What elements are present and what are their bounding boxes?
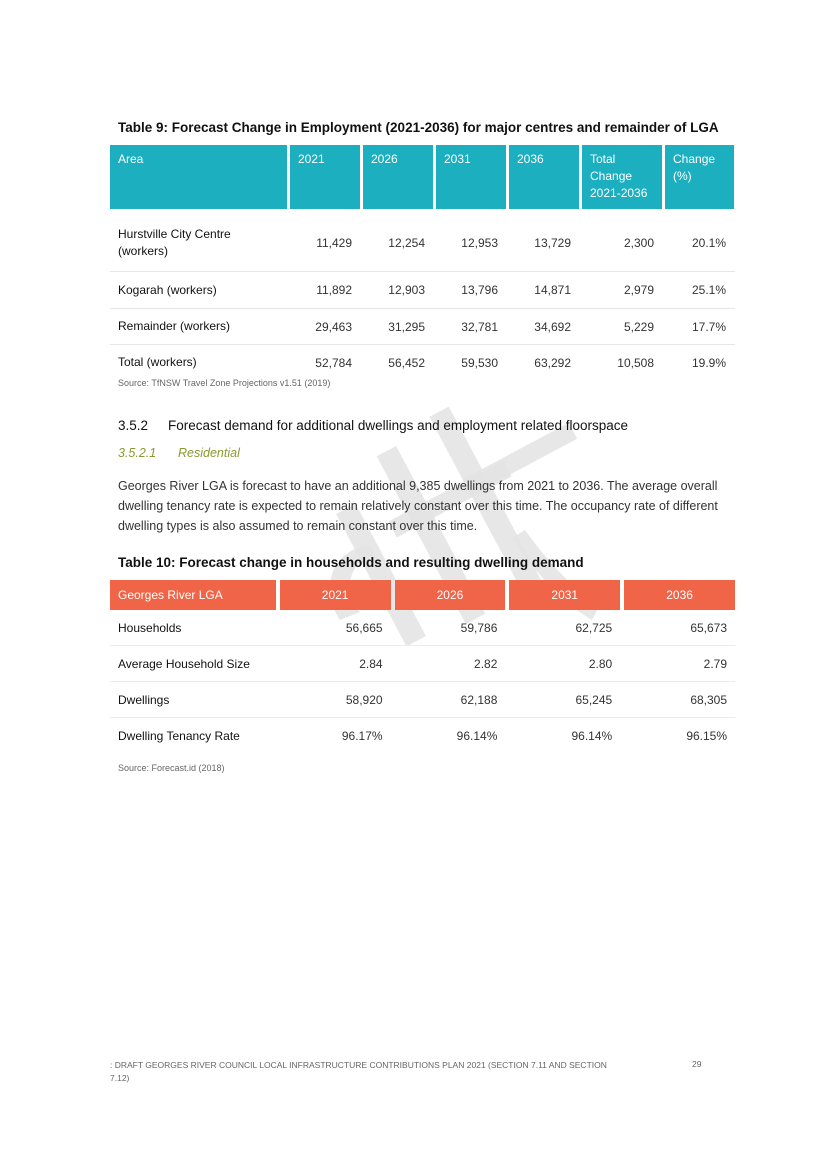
cell-2031: 12,953 bbox=[461, 236, 498, 250]
cell-2021: 56,665 bbox=[345, 620, 383, 635]
cell-2036: 2.79 bbox=[703, 656, 728, 671]
header-total-change: Total Change 2021-2036 bbox=[582, 145, 662, 209]
cell-2021: 52,784 bbox=[315, 355, 352, 370]
cell-2026: 59,786 bbox=[460, 620, 498, 635]
table-row: Kogarah (workers) 11,892 12,903 13,796 1… bbox=[110, 272, 735, 309]
header-2021: 2021 bbox=[279, 580, 391, 610]
header-2021: 2021 bbox=[290, 145, 360, 209]
cell-change-percent: 19.9% bbox=[691, 355, 726, 370]
cell-2021: 58,920 bbox=[345, 692, 383, 707]
cell-2036: 34,692 bbox=[534, 319, 571, 334]
cell-2031: 65,245 bbox=[575, 692, 613, 707]
table9-caption: Table 9: Forecast Change in Employment (… bbox=[118, 120, 719, 135]
subsection-title: Residential bbox=[178, 446, 240, 460]
table9-source: Source: TfNSW Travel Zone Projections v1… bbox=[118, 378, 331, 388]
page-footer: : DRAFT GEORGES RIVER COUNCIL LOCAL INFR… bbox=[110, 1060, 607, 1083]
cell-2031: 2.80 bbox=[588, 656, 613, 671]
row-label: Average Household Size bbox=[118, 656, 250, 671]
cell-total-change: 5,229 bbox=[623, 319, 654, 334]
cell-2031: 32,781 bbox=[461, 319, 498, 334]
header-2031: 2031 bbox=[436, 145, 506, 209]
row-label: Remainder (workers) bbox=[118, 319, 231, 333]
table-row: Remainder (workers) 29,463 31,295 32,781… bbox=[110, 309, 735, 345]
cell-2036: 65,673 bbox=[690, 620, 728, 635]
section-number: 3.5.2 bbox=[118, 418, 149, 433]
cell-2021: 2.84 bbox=[359, 656, 383, 671]
header-change-percent: Change (%) bbox=[665, 145, 734, 209]
cell-2026: 96.14% bbox=[456, 728, 498, 743]
table-row: Hurstville City Centre (workers) 11,429 … bbox=[110, 215, 735, 272]
section-heading: 3.5.2 Forecast demand for additional dwel… bbox=[118, 418, 628, 433]
table-row: Dwelling Tenancy Rate 96.17% 96.14% 96.1… bbox=[110, 718, 735, 753]
cell-2026: 62,188 bbox=[460, 692, 498, 707]
cell-2036: 68,305 bbox=[690, 692, 728, 707]
employment-forecast-table: Area 2021 2026 2031 2036 Total Change 20… bbox=[110, 145, 735, 380]
cell-change-percent: 17.7% bbox=[691, 319, 726, 334]
cell-change-percent: 20.1% bbox=[691, 236, 726, 250]
cell-2036: 63,292 bbox=[534, 355, 571, 370]
header-2036: 2036 bbox=[624, 580, 735, 610]
page-number: 29 bbox=[692, 1059, 702, 1069]
subsection-number: 3.5.2.1 bbox=[118, 446, 157, 460]
row-label: Households bbox=[118, 620, 182, 635]
header-2036: 2036 bbox=[509, 145, 579, 209]
header-2026: 2026 bbox=[394, 580, 506, 610]
cell-2031: 13,796 bbox=[461, 283, 498, 297]
row-label: Total (workers) bbox=[118, 355, 197, 369]
cell-change-percent: 25.1% bbox=[691, 283, 726, 297]
cell-total-change: 2,979 bbox=[623, 283, 654, 297]
row-label: Dwelling Tenancy Rate bbox=[118, 728, 240, 743]
cell-2021: 11,429 bbox=[316, 236, 352, 250]
table-row: Households 56,665 59,786 62,725 65,673 bbox=[110, 610, 735, 646]
cell-2036: 14,871 bbox=[534, 283, 571, 297]
cell-2026: 31,295 bbox=[388, 319, 425, 334]
row-label: Kogarah (workers) bbox=[118, 282, 217, 297]
table-row: Total (workers) 52,784 56,452 59,530 63,… bbox=[110, 345, 735, 380]
cell-2026: 12,254 bbox=[388, 236, 425, 250]
cell-2036: 96.15% bbox=[686, 728, 728, 743]
subsection-heading: 3.5.2.1 Residential bbox=[118, 446, 240, 460]
header-lga: Georges River LGA bbox=[110, 580, 276, 610]
cell-2021: 11,892 bbox=[316, 283, 352, 297]
table-header-row: Area 2021 2026 2031 2036 Total Change 20… bbox=[110, 145, 735, 209]
cell-total-change: 2,300 bbox=[623, 236, 654, 250]
header-2031: 2031 bbox=[509, 580, 621, 610]
header-2026: 2026 bbox=[363, 145, 433, 209]
cell-2021: 29,463 bbox=[315, 319, 352, 334]
table-row: Average Household Size 2.84 2.82 2.80 2.… bbox=[110, 646, 735, 682]
cell-2026: 2.82 bbox=[474, 656, 498, 671]
table-header-row: Georges River LGA 2021 2026 2031 2036 bbox=[110, 580, 735, 610]
table10-caption: Table 10: Forecast change in households … bbox=[118, 555, 584, 570]
cell-2031: 62,725 bbox=[575, 620, 613, 635]
cell-2031: 96.14% bbox=[571, 728, 613, 743]
section-title: Forecast demand for additional dwellings… bbox=[168, 418, 629, 433]
cell-2036: 13,729 bbox=[534, 236, 571, 250]
row-label: Dwellings bbox=[118, 692, 170, 707]
cell-2026: 56,452 bbox=[388, 355, 425, 370]
cell-2026: 12,903 bbox=[388, 283, 425, 297]
header-area: Area bbox=[110, 145, 287, 209]
row-label: Hurstville City Centre (workers) bbox=[118, 227, 231, 258]
cell-total-change: 10,508 bbox=[617, 355, 654, 370]
table-row: Dwellings 58,920 62,188 65,245 68,305 bbox=[110, 682, 735, 718]
dwelling-demand-table: Georges River LGA 2021 2026 2031 2036 Ho… bbox=[110, 580, 735, 753]
cell-2031: 59,530 bbox=[461, 355, 498, 370]
body-paragraph: Georges River LGA is forecast to have an… bbox=[118, 479, 718, 533]
table10-source: Source: Forecast.id (2018) bbox=[118, 763, 225, 773]
cell-2021: 96.17% bbox=[341, 728, 383, 743]
